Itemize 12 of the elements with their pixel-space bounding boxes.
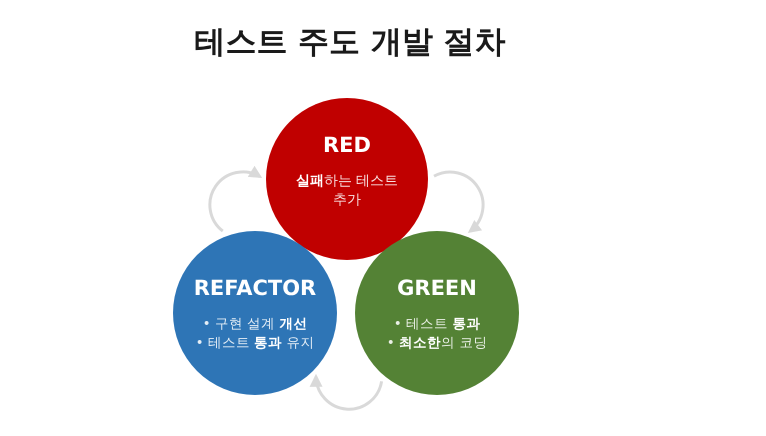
stage-description: 실패하는 테스트 추가 [294, 172, 400, 210]
cycle-arrow [310, 374, 384, 411]
diagram-title: 테스트 주도 개발 절차 [193, 23, 507, 62]
cycle-arrow [208, 166, 262, 232]
stage-name: RED [323, 132, 371, 159]
cycle-arrow [433, 170, 485, 234]
stage-name: GREEN [397, 275, 477, 302]
bullet-point-text: • 구현 설계 개선 [202, 315, 308, 334]
stage-name: REFACTOR [194, 275, 316, 302]
bullet-point-text: • 최소한의 코딩 [386, 334, 488, 353]
bullet-point-text: • 테스트 통과 유지 [196, 334, 314, 353]
bullet-point-text: • 테스트 통과 [394, 315, 480, 334]
